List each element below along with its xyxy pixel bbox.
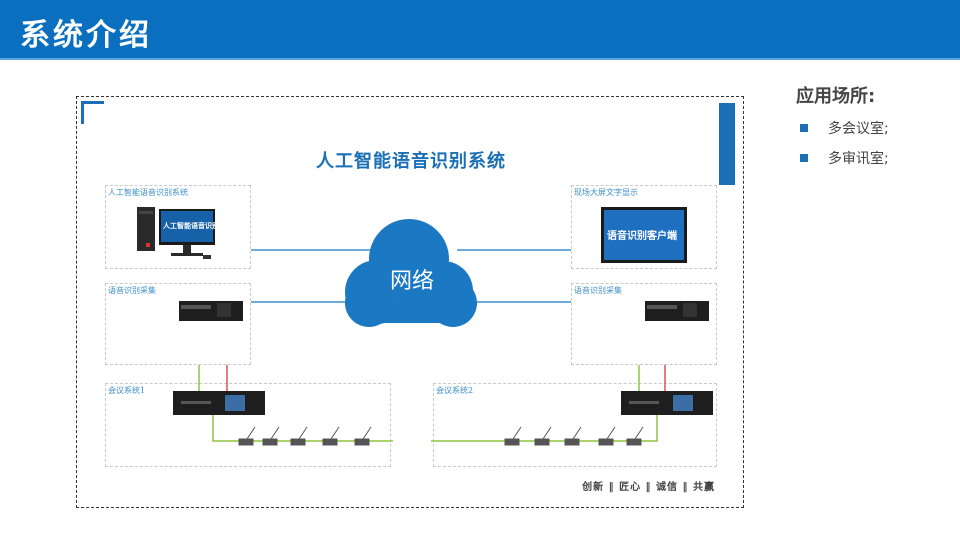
capture-left-box: 语音识别采集: [105, 283, 251, 365]
green-bus-1: [212, 415, 393, 442]
pc-tower: [137, 207, 155, 251]
accent-bar: [719, 103, 735, 185]
microphones-left: [238, 426, 372, 446]
square-bullet-icon: [800, 154, 808, 162]
header-underline: [0, 58, 960, 60]
conference-host-1: [173, 391, 265, 415]
display-box-label: 现场大屏文字显示: [574, 188, 638, 197]
system-diagram: 人工智能语音识别系统 人工智能语音识别系统 现场大屏文字显示 语音识别采集 语音…: [76, 96, 744, 508]
capture-device-right: [645, 301, 709, 321]
corner-mark: [81, 101, 104, 124]
conf2-label: 会议系统2: [436, 386, 474, 395]
application-item: 多会议室;: [796, 118, 956, 138]
application-panel: 应用场所: 多会议室; 多审讯室;: [796, 82, 956, 168]
application-item-text: 多会议室;: [828, 121, 889, 137]
page-title: 系统介绍: [20, 18, 152, 53]
diagram-title: 人工智能语音识别系统: [316, 151, 506, 172]
capture-device-left: [179, 301, 243, 321]
screen-label: 语音识别客户端: [607, 231, 677, 242]
square-bullet-icon: [800, 124, 808, 132]
cloud-label: 网络: [389, 269, 434, 294]
conference-host-2: [621, 391, 713, 415]
application-item-text: 多审讯室;: [828, 151, 889, 167]
conf1-label: 会议系统1: [108, 386, 146, 395]
slogan: 创新 ‖ 匠心 ‖ 诚信 ‖ 共赢: [582, 482, 715, 493]
application-item: 多审讯室;: [796, 148, 956, 168]
pc-monitor: [159, 209, 215, 259]
conf2-box: 会议系统2: [433, 383, 717, 467]
monitor-label: 人工智能语音识别: [163, 222, 219, 230]
header-bar: 系统介绍: [0, 0, 960, 60]
conf1-box: 会议系统1: [105, 383, 391, 467]
pc-box-label: 人工智能语音识别系统: [108, 188, 188, 197]
microphones-right: [504, 426, 644, 446]
diagram-graphics: [137, 207, 713, 446]
display-screen: [601, 207, 687, 263]
capture-left-label: 语音识别采集: [108, 286, 156, 295]
capture-right-box: 语音识别采集: [571, 283, 717, 365]
application-title: 应用场所:: [796, 86, 876, 107]
capture-right-label: 语音识别采集: [574, 286, 622, 295]
pc-box: 人工智能语音识别系统: [105, 185, 251, 269]
network-cloud: [345, 219, 477, 327]
display-box: 现场大屏文字显示: [571, 185, 717, 269]
